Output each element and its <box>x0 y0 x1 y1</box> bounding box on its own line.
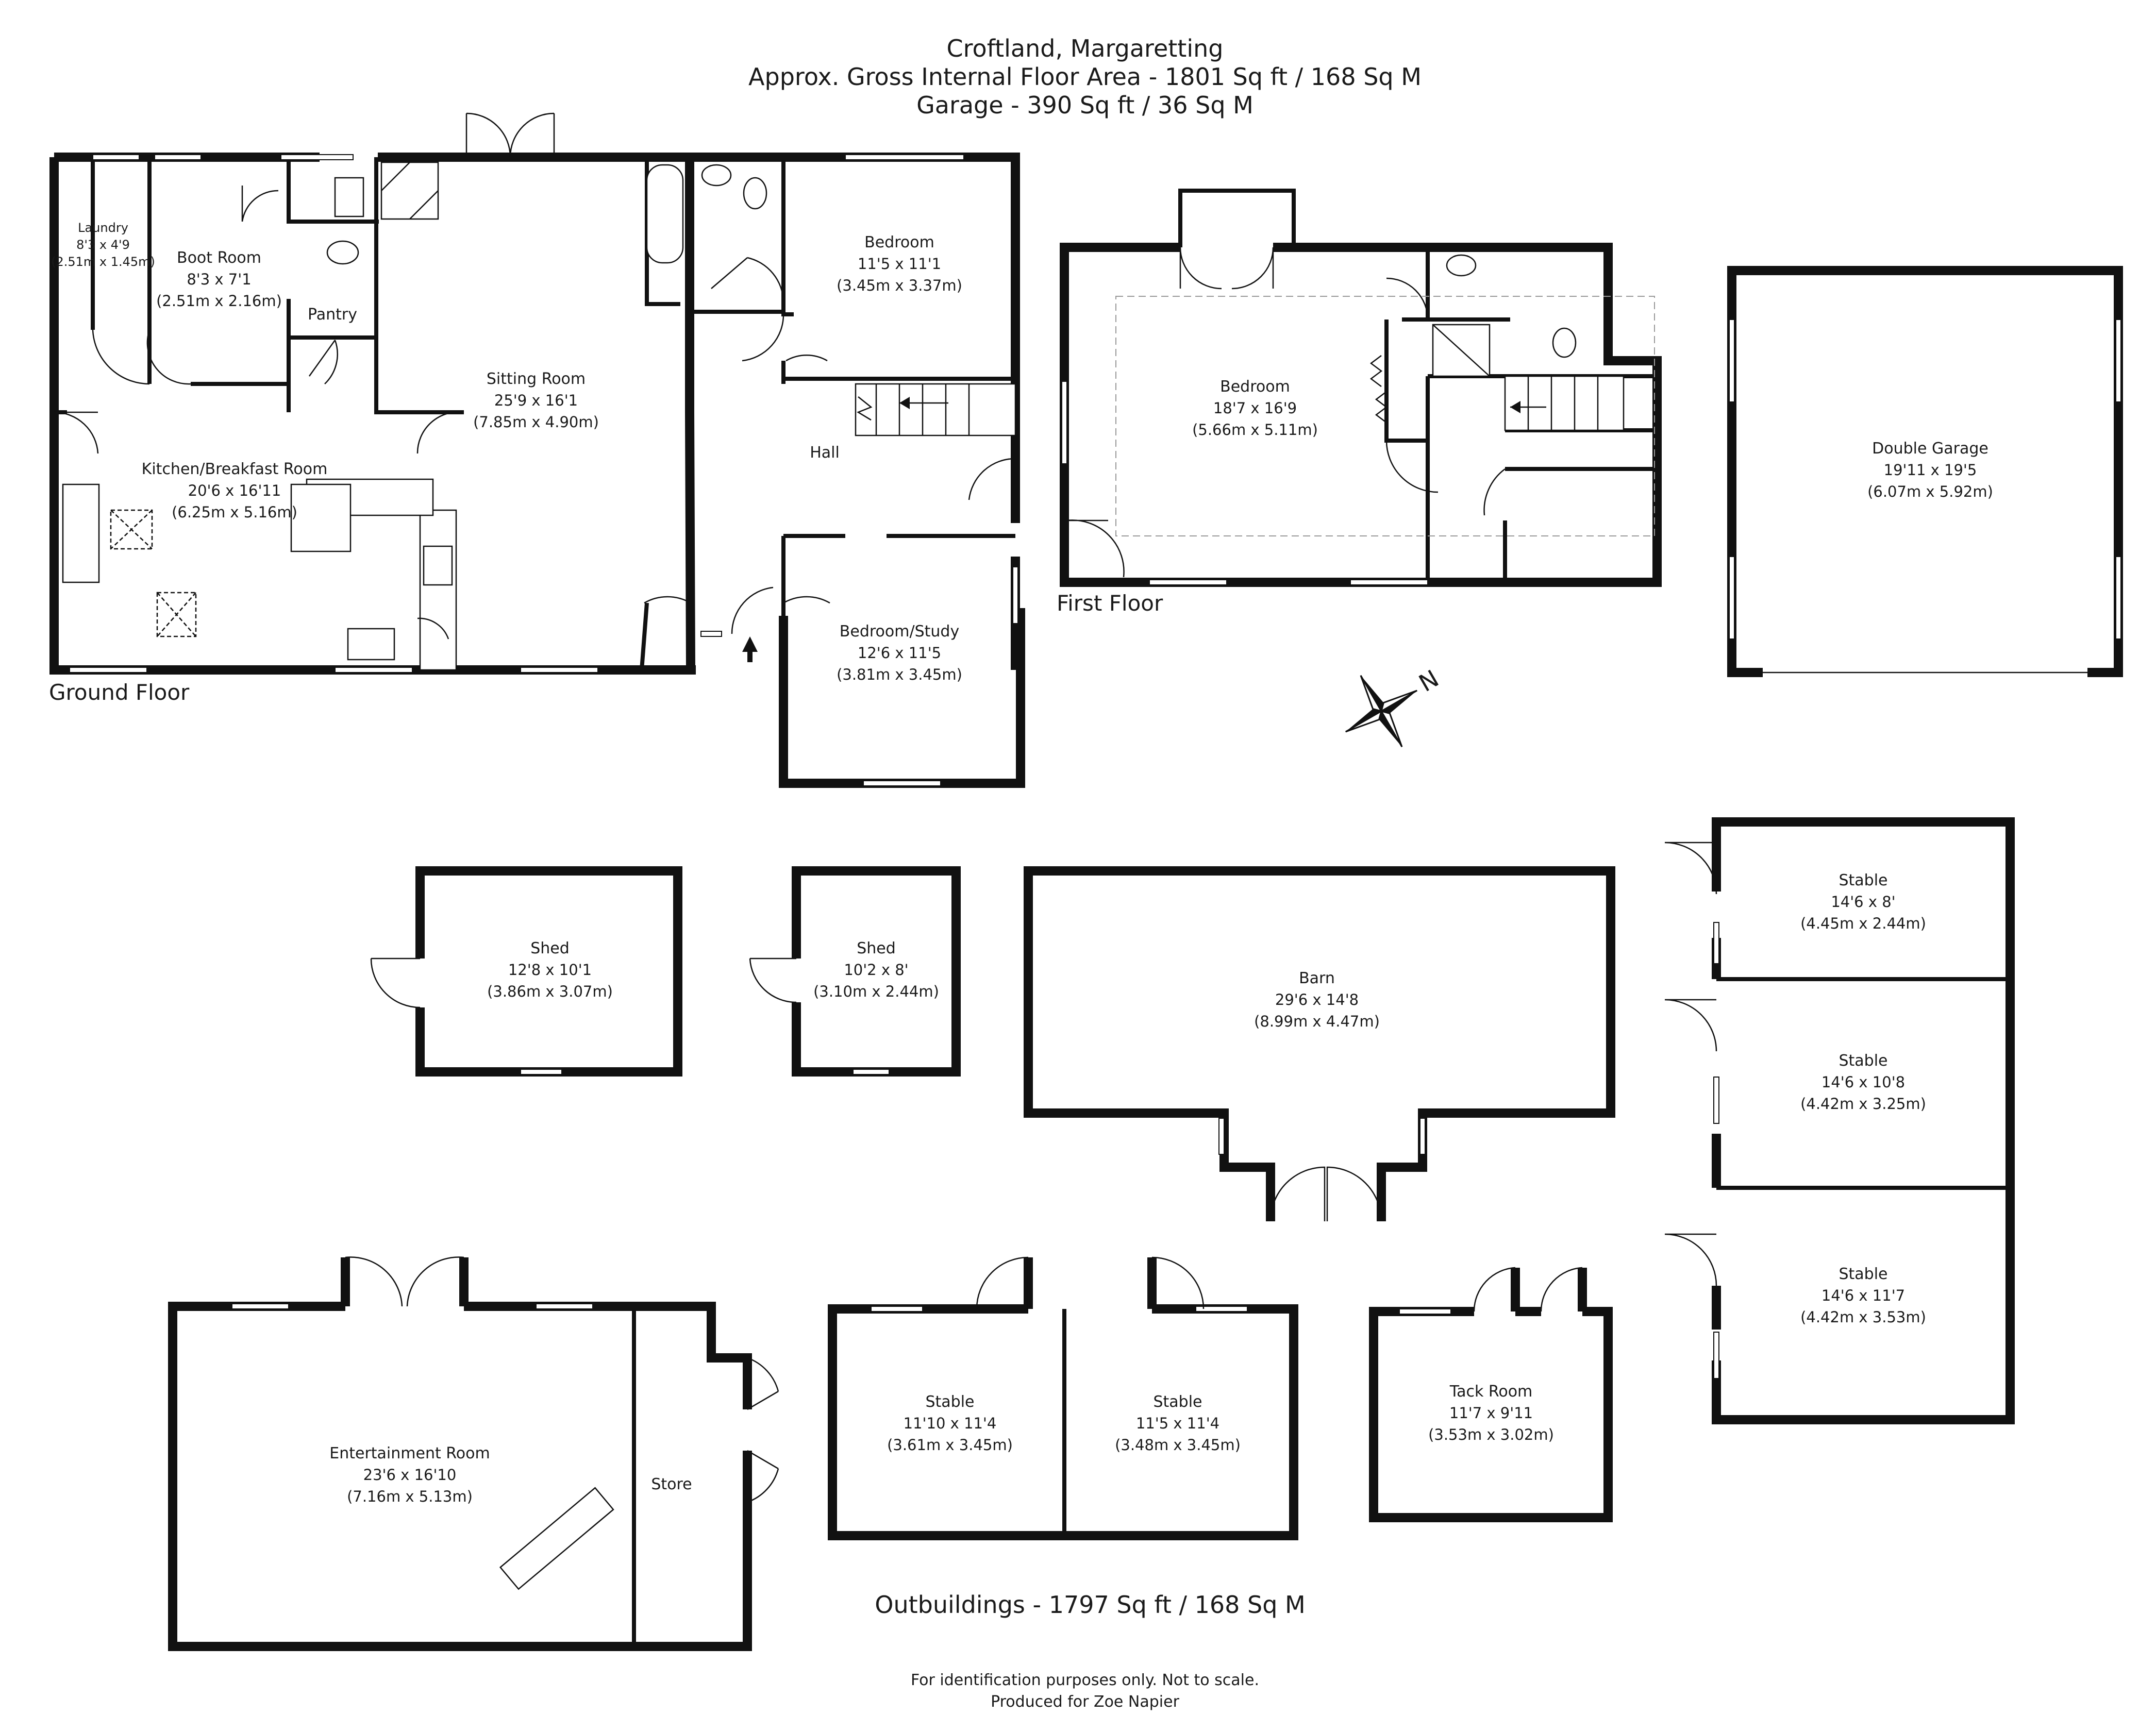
property-title: Croftland, Margaretting <box>947 35 1224 62</box>
bedroom-ground-name: Bedroom <box>864 233 934 251</box>
stable-c-imperial: 14'6 x 11'7 <box>1821 1287 1905 1304</box>
bedroom-ground-imperial: 11'5 x 11'1 <box>858 255 941 273</box>
ground-stairs <box>855 383 1016 436</box>
garage-metric: (6.07m x 5.92m) <box>1867 483 1993 500</box>
entertainment-imperial: 23'6 x 16'10 <box>363 1466 457 1484</box>
stable-e-imperial: 11'5 x 11'4 <box>1136 1415 1219 1432</box>
barn-metric: (8.99m x 4.47m) <box>1254 1013 1380 1030</box>
garage-imperial: 19'11 x 19'5 <box>1884 461 1977 479</box>
wc-toilet-icon <box>326 240 359 265</box>
sitting-room-imperial: 25'9 x 16'1 <box>494 392 578 409</box>
hall-name: Hall <box>810 444 840 462</box>
stable-block-bottom: Stable 11'10 x 11'4 (3.61m x 3.45m) Stab… <box>828 1256 1298 1540</box>
barn: Barn 29'6 x 14'8 (8.99m x 4.47m) <box>1024 866 1615 1222</box>
stable-b-name: Stable <box>1839 1052 1887 1070</box>
compass-rose-icon <box>1345 675 1418 748</box>
stable-d-metric: (3.61m x 3.45m) <box>887 1436 1013 1454</box>
plan-header: Croftland, Margaretting Approx. Gross In… <box>748 35 1422 119</box>
stable-d-imperial: 11'10 x 11'4 <box>904 1415 997 1432</box>
stable-c-name: Stable <box>1839 1265 1887 1283</box>
kitchen-metric: (6.25m x 5.16m) <box>172 503 297 521</box>
first-floor: Bedroom 18'7 x 16'9 (5.66m x 5.11m) Firs… <box>1057 189 1662 616</box>
barn-imperial: 29'6 x 14'8 <box>1275 991 1359 1008</box>
pantry-name: Pantry <box>308 306 357 324</box>
sink-icon <box>347 628 395 661</box>
stable-block-right: Stable 14'6 x 8' (4.45m x 2.44m) Stable … <box>1664 817 2015 1424</box>
entertainment-metric: (7.16m x 5.13m) <box>347 1488 473 1505</box>
basin-icon <box>701 164 732 187</box>
boot-room-metric: (2.51m x 2.16m) <box>156 292 282 310</box>
bedroom-study-imperial: 12'6 x 11'5 <box>858 644 941 662</box>
gross-area: Approx. Gross Internal Floor Area - 1801… <box>748 63 1422 91</box>
kitchen-island <box>290 483 352 552</box>
store-name: Store <box>651 1475 692 1493</box>
stable-b-imperial: 14'6 x 10'8 <box>1821 1073 1905 1091</box>
laundry-imperial: 8'3 x 4'9 <box>76 238 130 252</box>
kitchen-counter <box>419 509 457 671</box>
garage-area: Garage - 390 Sq ft / 36 Sq M <box>916 91 1254 119</box>
shed-1-imperial: 12'8 x 10'1 <box>508 961 592 979</box>
kitchen-name: Kitchen/Breakfast Room <box>142 460 328 478</box>
hob-icon <box>423 545 453 586</box>
bedroom-ground-metric: (3.45m x 3.37m) <box>837 277 962 294</box>
first-floor-toilet-icon <box>1552 327 1577 358</box>
ground-floor-label: Ground Floor <box>49 680 190 705</box>
bath-icon <box>646 164 684 264</box>
disclaimer: For identification purposes only. Not to… <box>911 1671 1259 1689</box>
stove-icon <box>380 161 439 220</box>
tack-room-metric: (3.53m x 3.02m) <box>1428 1426 1554 1443</box>
eaves-line <box>1115 296 1655 536</box>
entertainment-building: Entertainment Room 23'6 x 16'10 (7.16m x… <box>168 1256 779 1651</box>
stable-e-name: Stable <box>1153 1393 1202 1411</box>
laundry-name: Laundry <box>78 221 128 235</box>
garage-name: Double Garage <box>1872 440 1988 458</box>
stable-a-name: Stable <box>1839 871 1887 889</box>
stable-a-metric: (4.45m x 2.44m) <box>1800 915 1926 932</box>
toilet-icon <box>743 177 767 210</box>
bedroom-study-metric: (3.81m x 3.45m) <box>837 666 962 683</box>
tack-room-name: Tack Room <box>1449 1383 1533 1401</box>
shed-1-name: Shed <box>530 939 570 957</box>
bedroom-first-metric: (5.66m x 5.11m) <box>1192 421 1318 439</box>
stable-a-imperial: 14'6 x 8' <box>1831 893 1895 911</box>
shed-1-metric: (3.86m x 3.07m) <box>487 983 613 1000</box>
shed-2-metric: (3.10m x 2.44m) <box>813 983 939 1000</box>
kitchen-imperial: 20'6 x 16'11 <box>188 482 281 499</box>
bedroom-first-name: Bedroom <box>1220 378 1290 396</box>
boot-room-imperial: 8'3 x 7'1 <box>187 271 251 288</box>
shed-2: Shed 10'2 x 8' (3.10m x 2.44m) <box>749 866 961 1077</box>
shed-1: Shed 12'8 x 10'1 (3.86m x 3.07m) <box>370 866 682 1077</box>
ground-floor: Laundry 8'3 x 4'9 (2.51m x 1.45m) Boot R… <box>49 112 1025 788</box>
range-cooker <box>62 483 100 583</box>
laundry-metric: (2.51m x 1.45m) <box>51 255 155 269</box>
boot-room-name: Boot Room <box>177 249 261 267</box>
stable-e-metric: (3.48m x 3.45m) <box>1115 1436 1241 1454</box>
shed-2-imperial: 10'2 x 8' <box>844 961 908 979</box>
stable-c-metric: (4.42m x 3.53m) <box>1800 1308 1926 1326</box>
entrance-arrow-icon <box>742 636 758 662</box>
compass-north-label: N <box>1414 664 1444 697</box>
entertainment-name: Entertainment Room <box>329 1444 490 1462</box>
double-garage: Double Garage 19'11 x 19'5 (6.07m x 5.92… <box>1727 266 2123 677</box>
skylight-icon <box>110 509 153 550</box>
barn-name: Barn <box>1299 969 1335 987</box>
stable-d-name: Stable <box>925 1393 974 1411</box>
sitting-room-name: Sitting Room <box>487 370 586 388</box>
bedroom-study-name: Bedroom/Study <box>840 623 959 641</box>
skylight-icon <box>156 592 197 637</box>
first-floor-basin-icon <box>1446 254 1477 277</box>
first-floor-stairs <box>1504 375 1625 431</box>
tack-room-imperial: 11'7 x 9'11 <box>1449 1404 1533 1422</box>
produced-for: Produced for Zoe Napier <box>991 1693 1180 1711</box>
boot-room-sink-icon <box>334 177 364 217</box>
bedroom-first-imperial: 18'7 x 16'9 <box>1213 399 1297 417</box>
shed-2-name: Shed <box>857 939 896 957</box>
sitting-room-metric: (7.85m x 4.90m) <box>473 413 599 431</box>
outbuildings-area: Outbuildings - 1797 Sq ft / 168 Sq M <box>875 1591 1305 1619</box>
tack-room: Tack Room 11'7 x 9'11 (3.53m x 3.02m) <box>1369 1267 1613 1522</box>
first-floor-label: First Floor <box>1057 591 1163 616</box>
stable-b-metric: (4.42m x 3.25m) <box>1800 1095 1926 1113</box>
pool-table-icon <box>499 1487 614 1590</box>
